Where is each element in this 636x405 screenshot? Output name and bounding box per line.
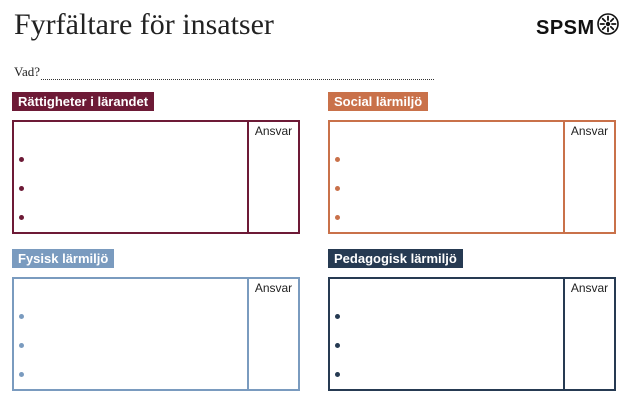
- quadrant-label: Rättigheter i lärandet: [12, 92, 155, 111]
- quadrant-label: Social lärmiljö: [328, 92, 429, 111]
- quadrant-box[interactable]: Ansvar: [12, 277, 300, 391]
- vad-label: Vad?: [14, 64, 40, 79]
- sun-flower-icon: [596, 13, 619, 35]
- bullet-point: [19, 372, 24, 377]
- bullet-point: [19, 343, 24, 348]
- vad-answer-line[interactable]: [41, 68, 434, 80]
- bullet-point: [335, 157, 340, 162]
- ansvar-column[interactable]: Ansvar: [247, 279, 298, 389]
- ansvar-label: Ansvar: [254, 281, 293, 295]
- bullet-point: [335, 343, 340, 348]
- quadrant-box[interactable]: Ansvar: [328, 277, 616, 391]
- bullet-point: [19, 157, 24, 162]
- ansvar-label: Ansvar: [570, 281, 609, 295]
- bullet-point: [19, 186, 24, 191]
- quadrant-label: Pedagogisk lärmiljö: [328, 249, 463, 268]
- bullet-point: [335, 372, 340, 377]
- ansvar-column[interactable]: Ansvar: [563, 279, 614, 389]
- bullet-point: [19, 314, 24, 319]
- ansvar-label: Ansvar: [570, 124, 609, 138]
- bullet-point: [19, 215, 24, 220]
- bullet-point: [335, 314, 340, 319]
- ansvar-label: Ansvar: [254, 124, 293, 138]
- ansvar-column[interactable]: Ansvar: [563, 122, 614, 232]
- logo-text: SPSM: [536, 16, 595, 39]
- spsm-logo: SPSM: [536, 13, 620, 42]
- quadrant-box[interactable]: Ansvar: [12, 120, 300, 234]
- ansvar-column[interactable]: Ansvar: [247, 122, 298, 232]
- page-title: Fyrfältare för insatser: [14, 8, 274, 41]
- bullet-point: [335, 186, 340, 191]
- bullet-point: [335, 215, 340, 220]
- quadrant-label: Fysisk lärmiljö: [12, 249, 115, 268]
- vad-field: Vad?: [14, 64, 434, 80]
- quadrant-box[interactable]: Ansvar: [328, 120, 616, 234]
